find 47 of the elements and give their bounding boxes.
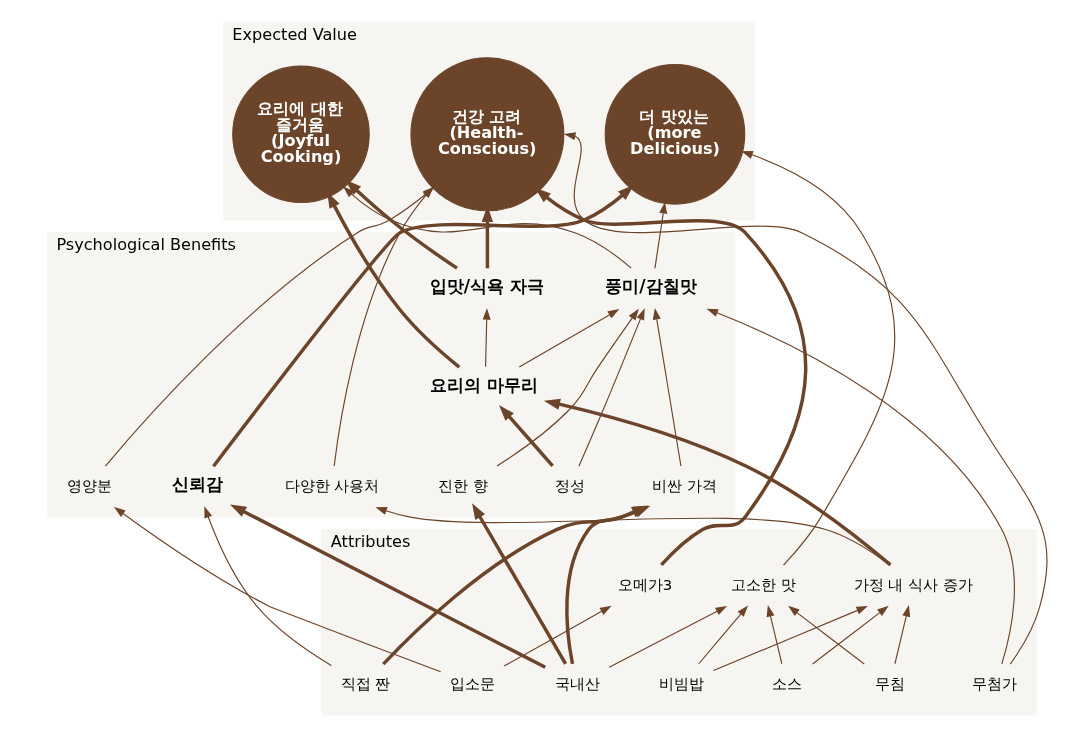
arrow (811, 605, 889, 665)
node-text: 풍미/감칠맛 (604, 275, 697, 296)
arrow (652, 308, 681, 467)
arrow (471, 503, 567, 665)
node-text: 무첨가 (971, 674, 1017, 693)
arrow (543, 398, 892, 567)
node-text: 고소한 맛 (730, 575, 796, 594)
arrow (503, 605, 612, 667)
arrow (712, 606, 868, 672)
node-text: 소스 (771, 674, 802, 693)
node-circle: 요리에 대한 즐거움 (Joyful Cooking) (231, 65, 370, 204)
arrow (203, 506, 332, 667)
arrow (893, 605, 910, 665)
node-text: 신뢰감 (171, 473, 223, 494)
node-text: 비싼 가격 (651, 476, 717, 495)
node-circle: 건강 고려 (Health-Conscious) (409, 57, 564, 212)
arrow (706, 308, 1015, 665)
node-text: 다양한 사용처 (284, 476, 379, 495)
arrow (344, 179, 458, 270)
arrow (787, 605, 865, 665)
node-text: 요리의 마무리 (429, 374, 538, 395)
node-text: 직접 짠 (340, 674, 390, 693)
node-text: 국내산 (554, 674, 600, 693)
node-text: 가정 내 식사 증가 (853, 575, 973, 594)
arrow (653, 201, 667, 269)
node-text: 정성 (554, 476, 585, 495)
arrow (518, 309, 619, 368)
node-circle: 더 맛있는 (more Delicious) (604, 64, 745, 205)
arrow (766, 605, 782, 665)
node-text: 입소문 (449, 674, 495, 693)
arrow (229, 504, 546, 669)
arrow (113, 506, 441, 673)
arrow (534, 187, 807, 567)
node-text: 입맛/식욕 자극 (429, 275, 544, 296)
arrow (697, 605, 748, 665)
arrow (608, 606, 727, 668)
node-text: 오메가3 (617, 575, 672, 594)
node-text: 무침 (874, 674, 905, 693)
arrow (482, 308, 491, 368)
node-text: 영양분 (66, 476, 112, 495)
arrow (495, 308, 639, 467)
arrow (498, 404, 554, 467)
arrow (563, 132, 1047, 665)
node-text: 비빔밥 (658, 674, 704, 693)
arrow (740, 151, 895, 566)
arrow (577, 308, 645, 467)
node-text: 진한 향 (437, 476, 488, 495)
